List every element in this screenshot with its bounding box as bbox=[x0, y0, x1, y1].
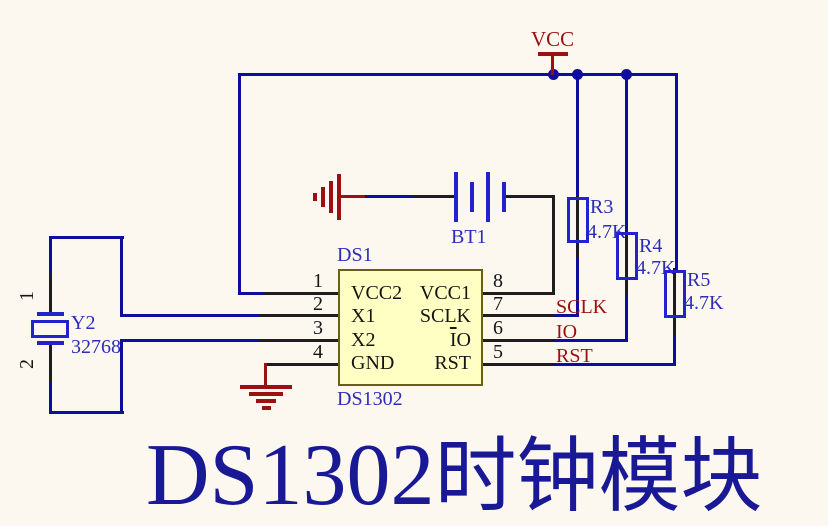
pin-number-8: 8 bbox=[493, 270, 503, 292]
wire-xtal-bot-left bbox=[49, 382, 52, 414]
battery-short-plate-icon bbox=[470, 182, 474, 212]
ground-bar-icon bbox=[313, 193, 317, 201]
pin-name-rst: RST bbox=[390, 353, 471, 373]
pin-name-vcc1: VCC1 bbox=[390, 283, 471, 303]
ground-bar-icon bbox=[256, 399, 276, 403]
pin-number-6: 6 bbox=[493, 317, 503, 339]
wire-battery-down bbox=[552, 195, 555, 295]
wire-vcc-right-drop bbox=[675, 73, 678, 272]
lead-xtal-pin2 bbox=[49, 344, 52, 384]
pin-name-bar: I bbox=[449, 329, 457, 351]
vcc-stem-icon bbox=[551, 54, 554, 75]
ic-part-number: DS1302 bbox=[337, 388, 403, 410]
resistor-r4-body-icon bbox=[616, 232, 638, 280]
ground-bar-icon bbox=[329, 181, 333, 213]
lead-pin2 bbox=[260, 314, 338, 317]
pin-number-2: 2 bbox=[313, 293, 323, 315]
pin-name-sclk: SCLK bbox=[390, 306, 471, 326]
ground-bar-icon bbox=[337, 174, 341, 220]
wire-ground-battery bbox=[365, 195, 415, 198]
ground-bar-icon bbox=[262, 406, 271, 410]
crystal-value: 32768 bbox=[71, 336, 121, 358]
lead-xtal-pin1 bbox=[49, 274, 52, 314]
battery-designator: BT1 bbox=[451, 226, 487, 248]
r5-value: 4.7K bbox=[684, 292, 724, 314]
wire-xtal-top-right bbox=[120, 236, 123, 317]
wire-r3-bottom bbox=[576, 258, 579, 317]
resistor-r5-body-icon bbox=[664, 270, 686, 318]
battery-short-plate-icon bbox=[502, 182, 506, 212]
wire-xtal-top-left bbox=[49, 236, 52, 276]
wire-io bbox=[555, 339, 628, 342]
r5-designator: R5 bbox=[687, 269, 711, 291]
pin-name-text: O bbox=[456, 329, 471, 351]
title-cjk: 时钟模块 bbox=[434, 431, 763, 522]
crystal-pin2-number: 2 bbox=[16, 359, 38, 369]
ic-designator: DS1 bbox=[337, 244, 373, 266]
pin-name-io: IO bbox=[390, 330, 471, 350]
battery-long-plate-icon bbox=[486, 172, 490, 222]
crystal-bottom-plate-icon bbox=[37, 341, 64, 345]
wire-xtal-top bbox=[49, 236, 124, 239]
title-latin: DS1302 bbox=[146, 427, 435, 524]
r4-designator: R4 bbox=[639, 235, 663, 257]
pin-name-vcc2: VCC2 bbox=[351, 282, 403, 304]
wire-sclk bbox=[555, 314, 579, 317]
lead-r4 bbox=[625, 230, 628, 300]
pin-name-text: SCLK bbox=[419, 305, 471, 327]
crystal-pin1-number: 1 bbox=[16, 291, 38, 301]
vcc-label: VCC bbox=[531, 27, 575, 51]
lead-pin5 bbox=[483, 363, 557, 366]
ground-bar-icon bbox=[240, 385, 292, 389]
pin-number-4: 4 bbox=[313, 341, 323, 363]
crystal-designator: Y2 bbox=[71, 312, 96, 334]
crystal-body-icon bbox=[31, 320, 69, 338]
wire-pin1-blue bbox=[238, 292, 266, 295]
battery-long-plate-icon bbox=[454, 172, 458, 222]
lead-battery-left bbox=[413, 195, 454, 198]
wire-x1 bbox=[120, 314, 262, 317]
lead-r5 bbox=[673, 268, 676, 339]
net-label-sclk: SCLK bbox=[556, 296, 608, 318]
schematic-title: DS1302时钟模块 bbox=[146, 409, 763, 526]
lead-battery-right bbox=[506, 195, 555, 198]
ground-stem-icon bbox=[264, 363, 267, 387]
ic-body bbox=[338, 269, 483, 386]
ground-bar-icon bbox=[321, 187, 325, 207]
wire-x2 bbox=[120, 339, 262, 342]
pin-name-x2: X2 bbox=[351, 329, 376, 351]
crystal-top-plate-icon bbox=[37, 312, 64, 316]
wire-r3-top bbox=[576, 73, 579, 199]
lead-pin1 bbox=[264, 292, 338, 295]
lead-pin8 bbox=[483, 292, 555, 295]
lead-ground-battery bbox=[341, 195, 367, 198]
lead-pin6 bbox=[483, 339, 557, 342]
wire-rst bbox=[555, 363, 676, 366]
lead-pin4 bbox=[265, 363, 338, 366]
r3-designator: R3 bbox=[590, 196, 614, 218]
ground-bar-icon bbox=[249, 392, 283, 396]
pin-number-5: 5 bbox=[493, 341, 503, 363]
wire-r5-bottom bbox=[673, 335, 676, 366]
wire-xtal-bot-right bbox=[120, 341, 123, 414]
resistor-r3-body-icon bbox=[567, 197, 589, 243]
lead-pin7 bbox=[483, 314, 557, 317]
wire-xtal-bottom bbox=[49, 411, 124, 414]
wire-vcc-left-drop bbox=[238, 73, 241, 295]
pin-name-x1: X1 bbox=[351, 305, 376, 327]
wire-r4-bottom bbox=[625, 296, 628, 342]
net-label-io: IO bbox=[556, 321, 578, 343]
pin-number-7: 7 bbox=[493, 293, 503, 315]
lead-pin3 bbox=[260, 339, 338, 342]
pin-name-gnd: GND bbox=[351, 352, 395, 374]
lead-r3 bbox=[576, 196, 579, 262]
pin-number-1: 1 bbox=[313, 270, 323, 292]
wire-vcc-rail bbox=[238, 73, 678, 76]
pin-name-text: VCC1 bbox=[419, 282, 471, 304]
net-label-rst: RST bbox=[556, 345, 593, 367]
pin-name-text: RST bbox=[434, 352, 471, 374]
wire-r4-top bbox=[625, 73, 628, 234]
pin-number-3: 3 bbox=[313, 317, 323, 339]
